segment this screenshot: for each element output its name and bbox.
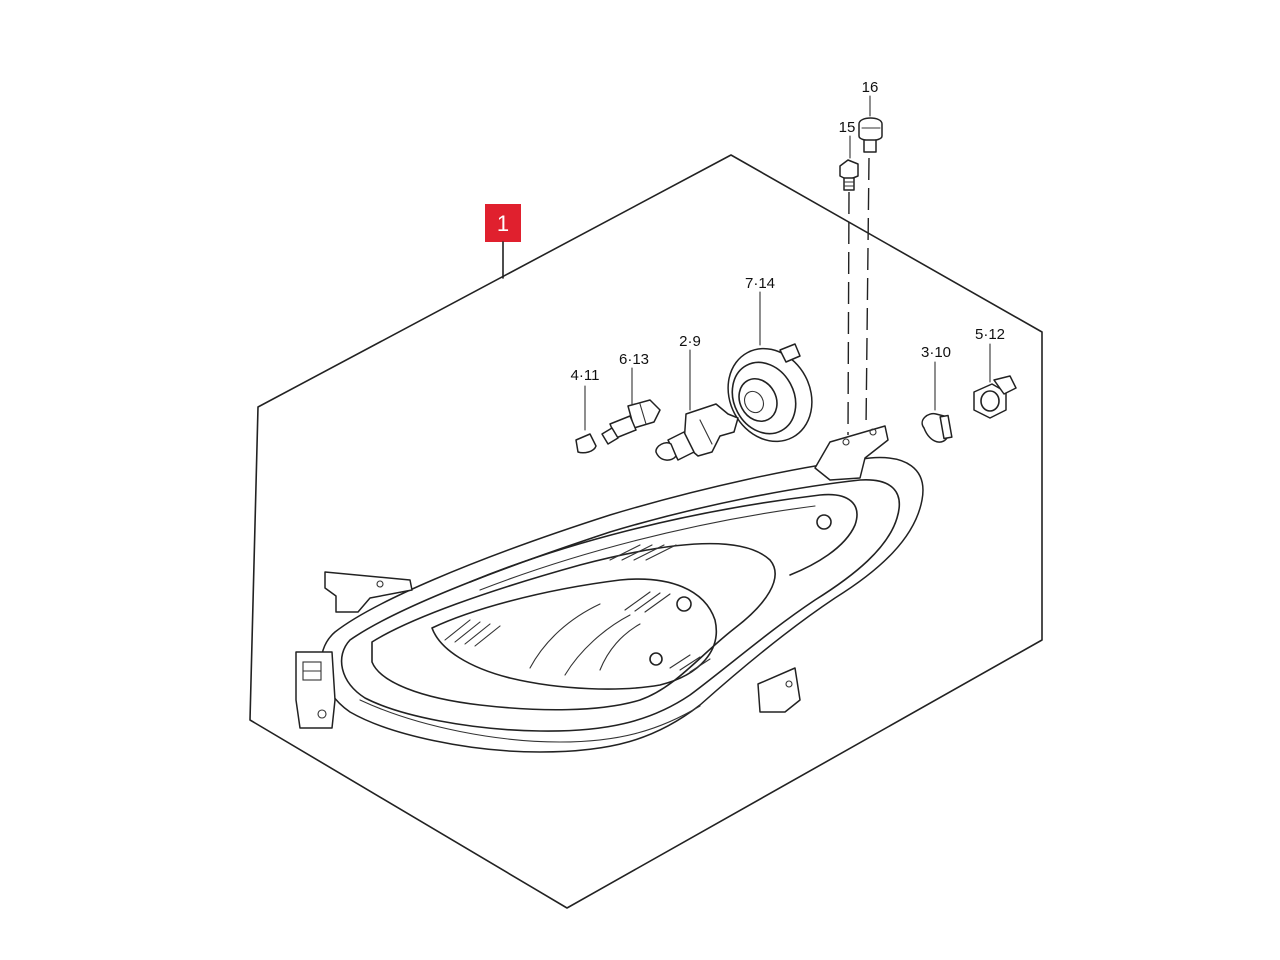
part-15-label: 15: [839, 119, 856, 136]
part-16-clip[interactable]: [858, 117, 883, 153]
part-4-11-label: 4·11: [571, 367, 600, 384]
screw-guide-line: [847, 191, 850, 436]
headlamp-housing: [295, 425, 924, 753]
part-3-10-bulb[interactable]: [921, 412, 953, 443]
assembly-boundary: [249, 154, 1043, 909]
clip-guide-line: [865, 157, 870, 429]
part-2-9-bulb[interactable]: [655, 403, 739, 461]
part-5-12-label: 5·12: [975, 326, 1005, 343]
part-1-badge[interactable]: 1: [485, 204, 521, 279]
part-6-13-socket[interactable]: [601, 399, 661, 445]
lens-hatching: [444, 544, 711, 673]
part-7-14-label: 7·14: [745, 275, 775, 292]
part-6-13-label: 6·13: [619, 351, 649, 368]
part-4-11-bulb[interactable]: [575, 433, 597, 454]
part-16-label: 16: [862, 79, 879, 96]
part-1-badge-box: [485, 204, 521, 242]
part-5-12-socket[interactable]: [973, 375, 1017, 419]
part-2-9-label: 2·9: [679, 333, 701, 350]
part-1-number: 1: [497, 211, 509, 236]
part-3-10-label: 3·10: [921, 344, 951, 361]
part-15-screw[interactable]: [839, 159, 859, 191]
part-7-14-cover[interactable]: [712, 334, 828, 456]
